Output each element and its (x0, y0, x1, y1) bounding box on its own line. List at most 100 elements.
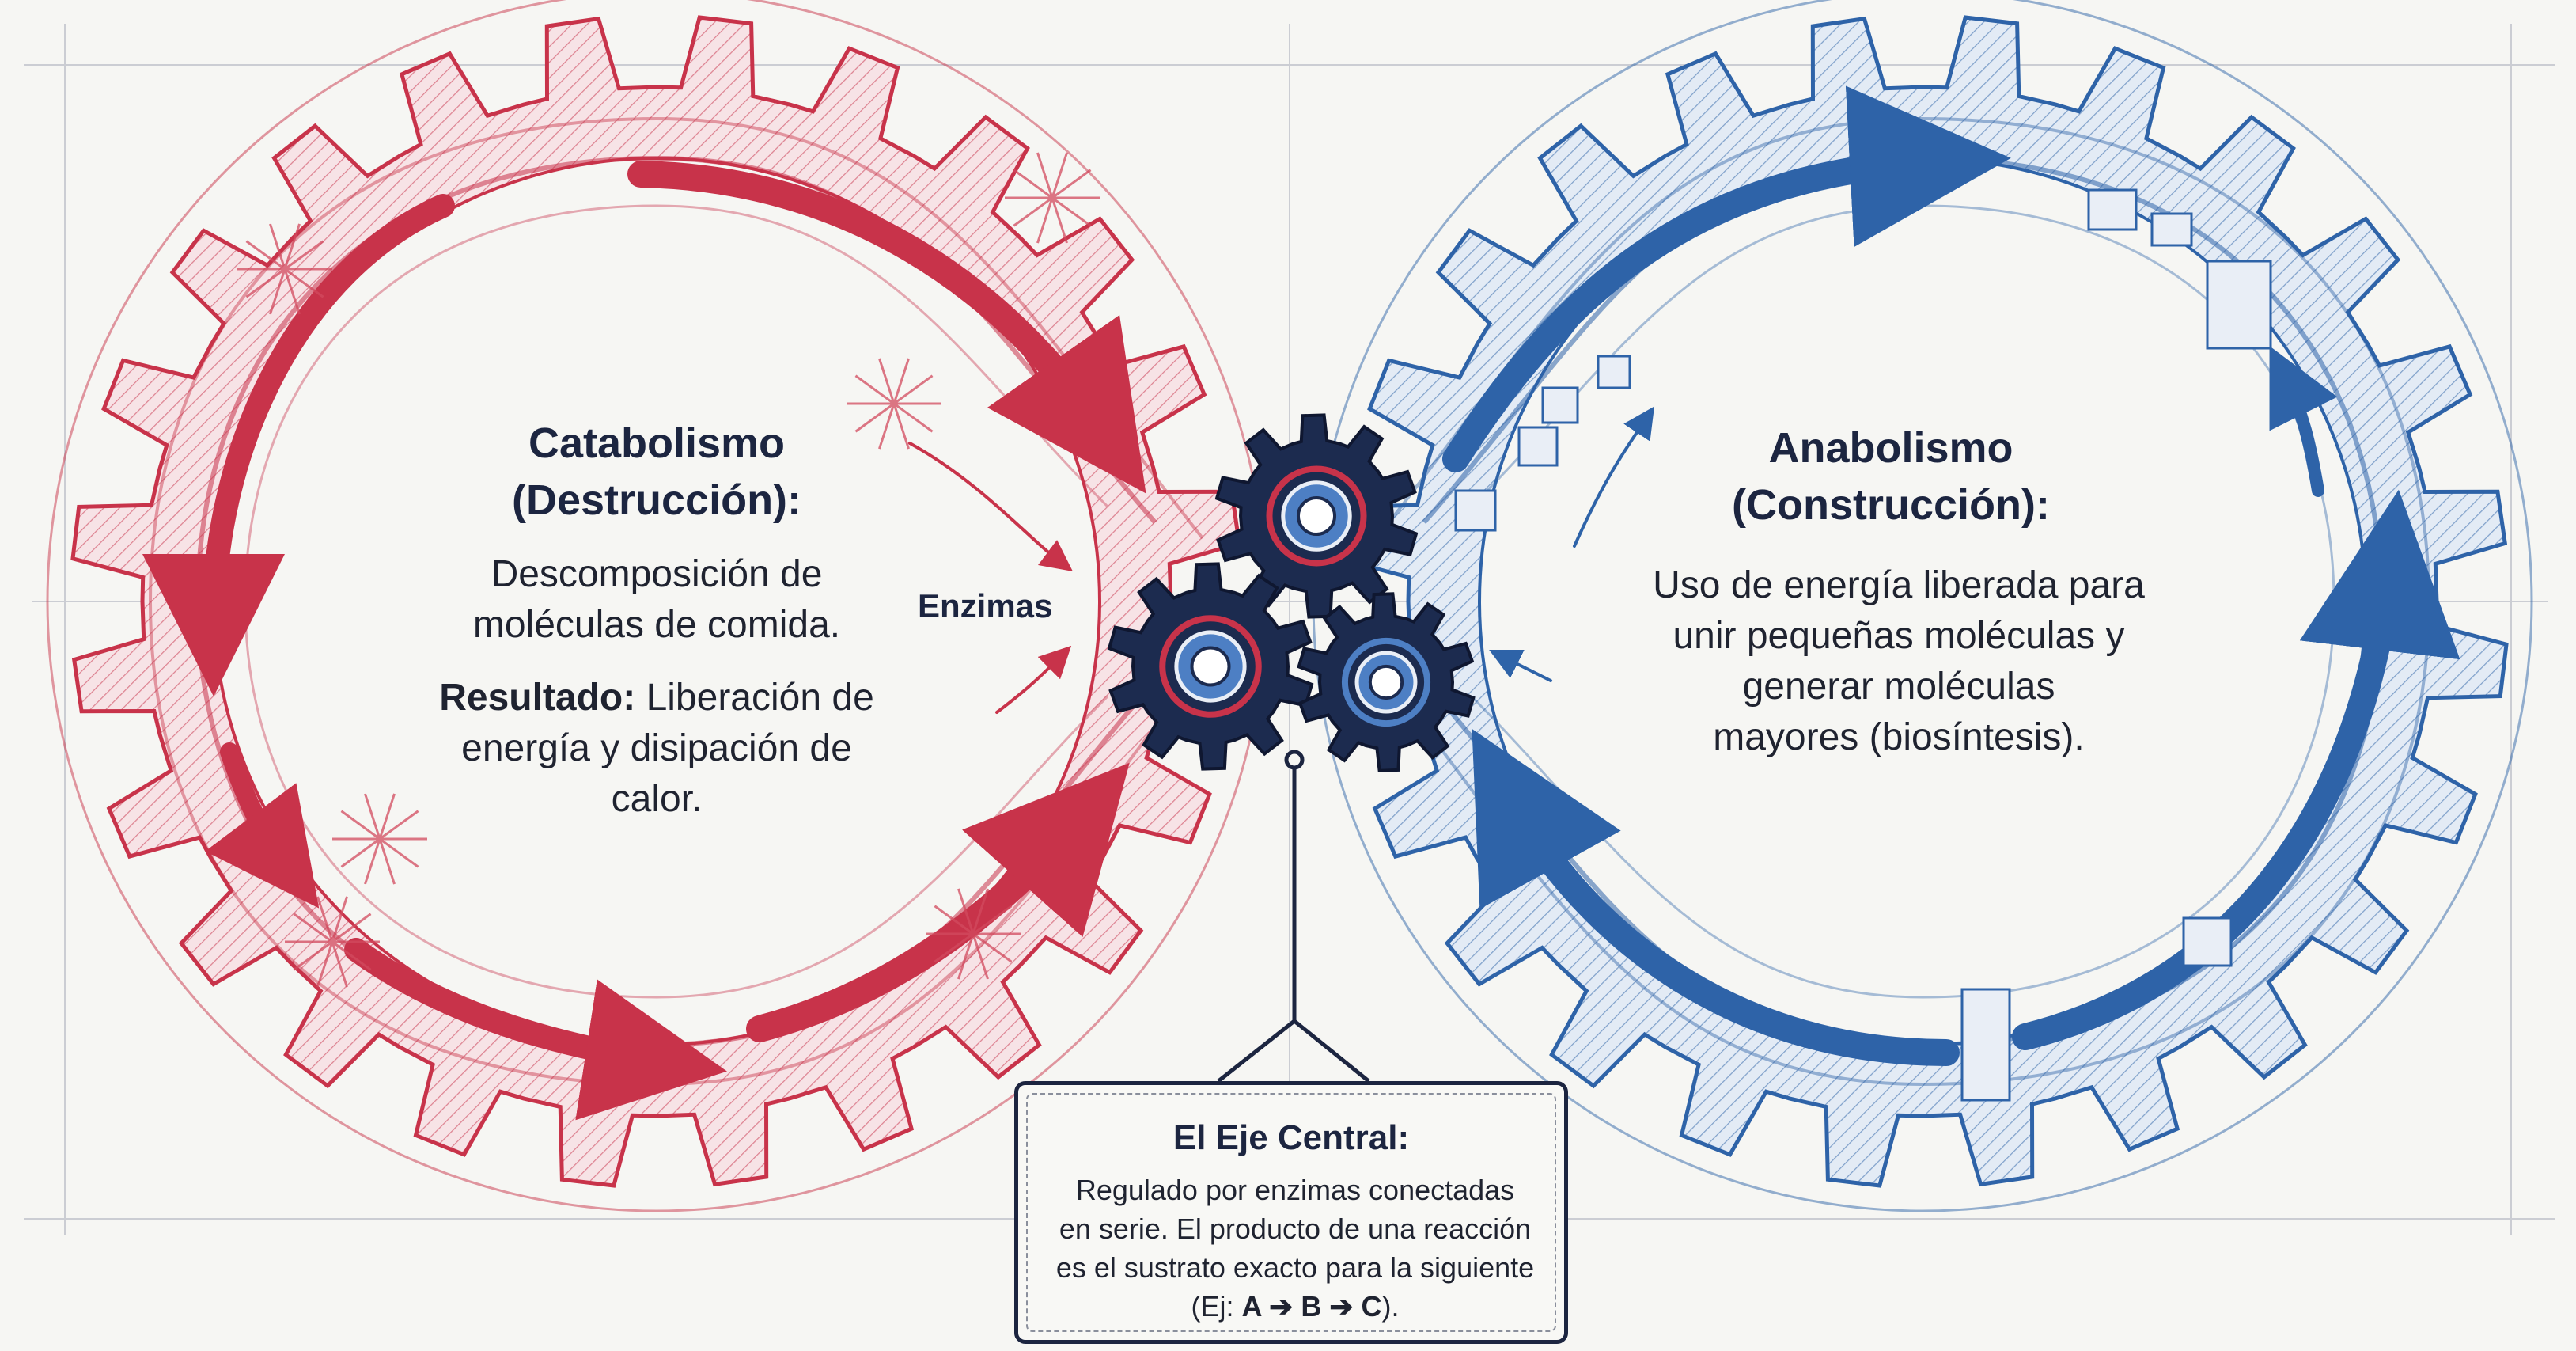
spark-ray (1013, 196, 1053, 227)
result-line1-rest: Liberación de (635, 677, 874, 719)
example-suffix: ). (1381, 1290, 1400, 1323)
spark-ray (934, 932, 974, 963)
enzyme-gear-ring (1341, 637, 1431, 727)
spark-ray (1013, 169, 1053, 199)
catabolism-desc-line2: moléculas de comida. (472, 604, 841, 646)
example-prefix: (Ej: (1191, 1290, 1242, 1323)
spark-ray (316, 896, 334, 943)
arrow-right-blue (2269, 346, 2338, 497)
spark-icon (237, 152, 1100, 988)
arrow-thin-red-2 (995, 645, 1072, 714)
arrow-thin-red-1 (908, 442, 1073, 572)
spark-ray (972, 932, 1013, 963)
spark-ray (364, 793, 381, 840)
arrow-bottomright-blue (2012, 489, 2460, 1050)
arrow-left-red (142, 194, 455, 696)
spark-ray (331, 940, 372, 971)
arrow-top-red (627, 161, 1146, 494)
spark-ray (331, 913, 372, 943)
arrow-thin-blue-2 (1573, 406, 1655, 548)
catabolism-description: Descomposición de moléculas de comida. (396, 549, 918, 651)
arrow-top-blue (1442, 85, 2011, 472)
arrow-bottomleft-red (205, 742, 320, 909)
spark-ray (972, 905, 1013, 935)
molecule-block-icon (1454, 188, 2272, 1102)
central-axis-line3: es el sustrato exacto para la siguiente (1055, 1251, 1535, 1284)
catabolism-result-line3: calor. (611, 778, 703, 820)
catabolism-title-line1: Catabolismo (528, 419, 786, 467)
anabolism-title: Anabolismo (Construcción): (1654, 419, 2128, 533)
spark-ray (934, 905, 974, 935)
enzyme-gear-icon (1107, 413, 1476, 772)
spark-ray (1036, 152, 1054, 199)
spark-ray (972, 888, 989, 935)
central-axis-example: (Ej: A ➔ B ➔ C). (1042, 1287, 1548, 1326)
spark-ray (1051, 196, 1092, 227)
spark-ray (893, 402, 934, 433)
enzymes-label: Enzimas (918, 587, 1053, 624)
catabolism-result: Resultado: Liberación de energía y disip… (396, 673, 918, 825)
result-label: Resultado: (439, 677, 636, 719)
anabolism-description: Uso de energía liberada para unir pequeñ… (1622, 560, 2176, 763)
spark-ray (878, 403, 896, 450)
spark-ray (1051, 197, 1068, 244)
axis-connector (1217, 750, 1370, 1083)
spark-ray (854, 374, 895, 405)
anabolism-desc-line2: unir pequeñas moléculas y (1673, 615, 2125, 657)
spark-ray (893, 374, 934, 405)
spark-ray (957, 933, 975, 980)
spark-ray (269, 223, 286, 270)
spark-ray (293, 913, 333, 943)
anabolism-desc-line4: mayores (biosíntesis). (1713, 716, 2085, 758)
anabolism-flow-arrows (1442, 85, 2460, 1066)
central-axis-body: Regulado por enzimas conectadas en serie… (1042, 1171, 1548, 1326)
central-axis-title: El Eje Central: (1172, 1118, 1410, 1157)
anabolism-title-line2: (Construcción): (1732, 481, 2050, 529)
spark-ray (316, 941, 334, 988)
spark-ray (378, 793, 396, 840)
spark-ray (331, 896, 348, 943)
spark-ray (293, 940, 333, 971)
enzyme-gear-axle (1368, 664, 1404, 700)
example-chain: A ➔ B ➔ C (1241, 1290, 1382, 1323)
spark-ray (340, 810, 381, 841)
spark-ray (878, 358, 896, 404)
arrow-thin-blue-1 (1489, 650, 1552, 682)
catabolism-title: Catabolismo (Destrucción): (419, 415, 894, 529)
enzyme-gear-ring (1266, 465, 1367, 567)
spark-ray (972, 933, 989, 980)
catabolism-desc-line1: Descomposición de (491, 553, 823, 595)
catabolism-result-line2: energía y disipación de (461, 727, 852, 769)
arrow-rise-red (746, 762, 1130, 1042)
spark-ray (892, 358, 910, 404)
central-axis-box: El Eje Central: Regulado por enzimas con… (1014, 1081, 1568, 1344)
spark-ray (957, 888, 975, 935)
spark-ray (379, 810, 419, 841)
spark-ray (378, 838, 396, 885)
spark-ray (283, 223, 301, 270)
anabolism-desc-line1: Uso de energía liberada para (1653, 564, 2145, 606)
spark-ray (854, 402, 895, 433)
spark-ray (892, 403, 910, 450)
enzyme-gear-axle (1296, 495, 1337, 537)
enzyme-gear-ring (1159, 615, 1262, 718)
spark-ray (379, 837, 419, 868)
spark-ray (269, 268, 286, 315)
spark-ray (1051, 169, 1092, 199)
spark-ray (1051, 152, 1068, 199)
arrow-bottom-red (344, 938, 727, 1121)
central-axis-line1: Regulado por enzimas conectadas (1075, 1174, 1515, 1206)
enzyme-gear-axle (1190, 646, 1231, 687)
spark-ray (284, 240, 324, 271)
spark-ray (331, 941, 348, 988)
spark-ray (284, 268, 324, 298)
catabolism-result-line1: Resultado: Liberación de (396, 673, 918, 723)
spark-ray (283, 268, 301, 315)
spark-ray (340, 837, 381, 868)
spark-ray (245, 268, 286, 298)
catabolism-title-line2: (Destrucción): (511, 476, 802, 524)
spark-ray (245, 240, 286, 271)
anabolism-desc-line3: generar moléculas (1742, 666, 2055, 708)
